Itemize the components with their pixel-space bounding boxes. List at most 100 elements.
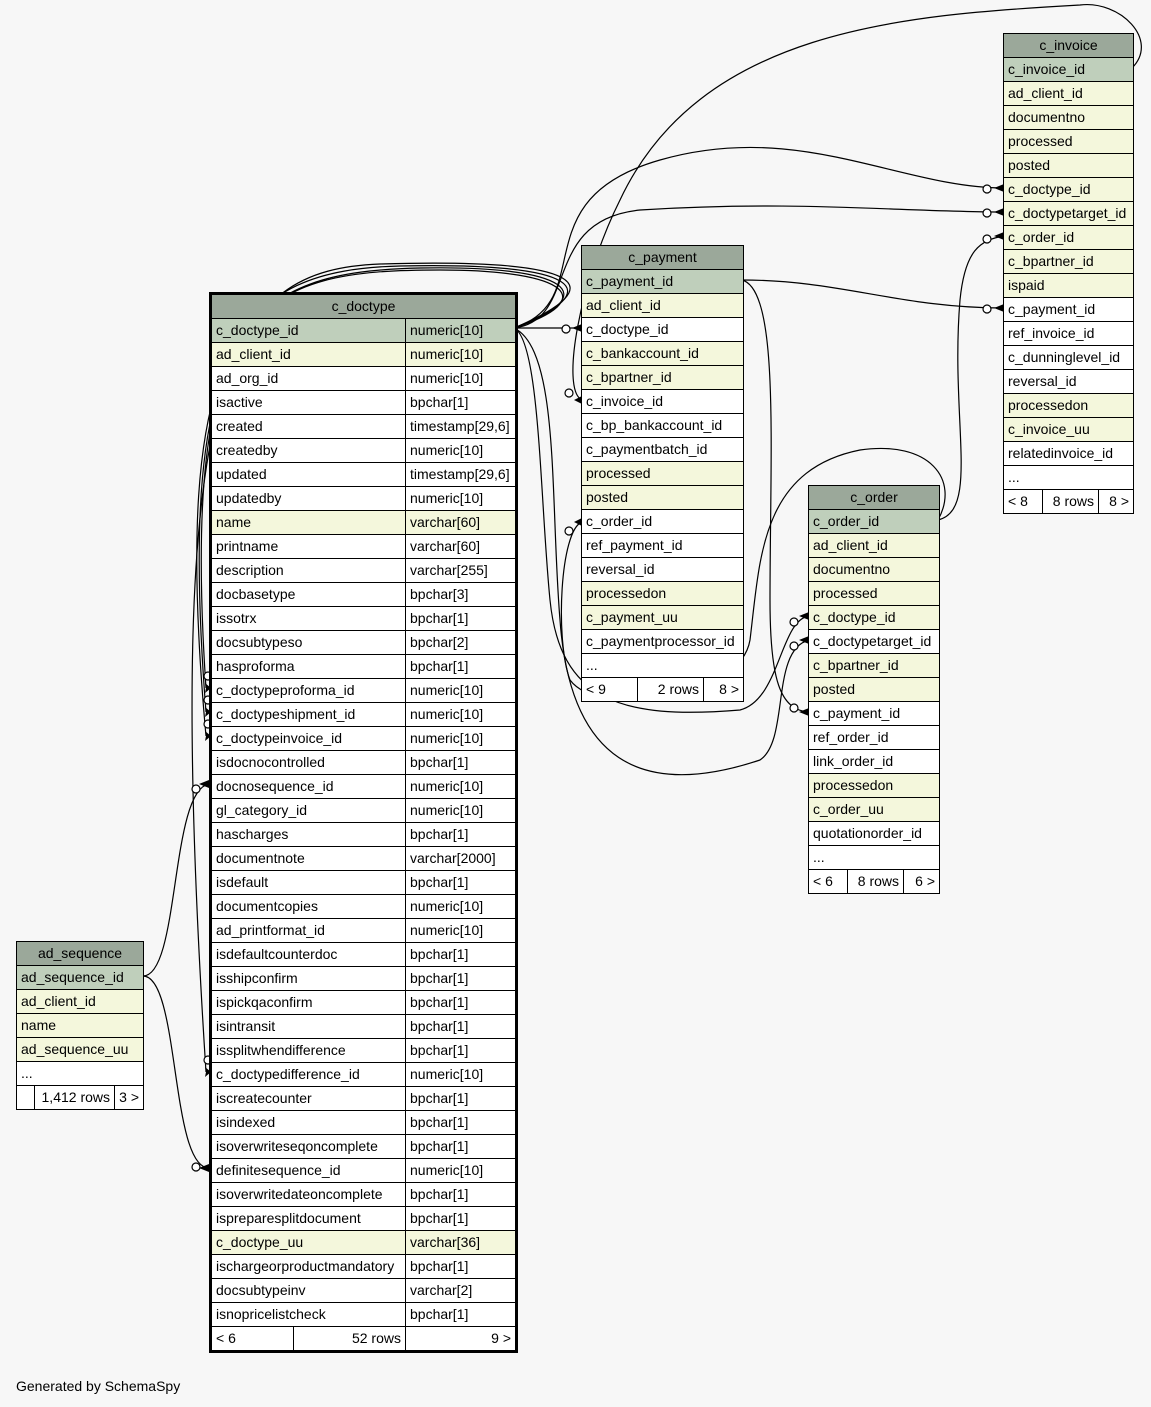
column-row[interactable]: relatedinvoice_id: [1004, 442, 1133, 466]
column-row[interactable]: c_order_id: [1004, 226, 1133, 250]
column-row[interactable]: processed: [582, 462, 743, 486]
table-title[interactable]: c_payment: [582, 246, 743, 270]
column-row[interactable]: c_order_id: [582, 510, 743, 534]
table-title[interactable]: c_order: [809, 486, 939, 510]
column-row[interactable]: c_paymentbatch_id: [582, 438, 743, 462]
column-row[interactable]: c_invoice_id: [582, 390, 743, 414]
column-row[interactable]: processedon: [582, 582, 743, 606]
column-row[interactable]: c_payment_uu: [582, 606, 743, 630]
column-row[interactable]: c_bpartner_id: [582, 366, 743, 390]
column-row[interactable]: c_order_uu: [809, 798, 939, 822]
column-row[interactable]: posted: [809, 678, 939, 702]
column-row[interactable]: name: [17, 1014, 143, 1038]
parents-count[interactable]: < 9: [586, 681, 606, 697]
parents-count[interactable]: < 6: [216, 1330, 236, 1346]
children-count[interactable]: 9 >: [405, 1327, 515, 1350]
children-count[interactable]: 8 >: [1098, 490, 1133, 513]
parents-count[interactable]: [17, 1086, 34, 1109]
column-row[interactable]: c_invoice_id: [1004, 58, 1133, 82]
column-row[interactable]: ad_client_id: [1004, 82, 1133, 106]
column-row[interactable]: c_bp_bankaccount_id: [582, 414, 743, 438]
column-row[interactable]: reversal_id: [1004, 370, 1133, 394]
column-row[interactable]: ref_payment_id: [582, 534, 743, 558]
column-row[interactable]: c_payment_id: [582, 270, 743, 294]
column-row[interactable]: documentno: [1004, 106, 1133, 130]
column-row[interactable]: posted: [582, 486, 743, 510]
column-row[interactable]: documentno: [809, 558, 939, 582]
column-row[interactable]: ad_sequence_uu: [17, 1038, 143, 1062]
column-row[interactable]: ...: [1004, 466, 1133, 490]
column-row[interactable]: ad_client_id: [809, 534, 939, 558]
column-row[interactable]: c_doctypetarget_id: [809, 630, 939, 654]
column-row[interactable]: ...: [582, 654, 743, 678]
column-row[interactable]: c_dunninglevel_id: [1004, 346, 1133, 370]
column-row[interactable]: c_bpartner_id: [809, 654, 939, 678]
table-title[interactable]: ad_sequence: [17, 942, 143, 966]
column-row[interactable]: c_doctypetarget_id: [1004, 202, 1133, 226]
children-count[interactable]: 6 >: [903, 870, 939, 893]
column-row[interactable]: ...: [17, 1062, 143, 1086]
column-row[interactable]: posted: [1004, 154, 1133, 178]
column-row[interactable]: link_order_id: [809, 750, 939, 774]
column-row[interactable]: c_paymentprocessor_id: [582, 630, 743, 654]
column-row[interactable]: ispaid: [1004, 274, 1133, 298]
column-row[interactable]: reversal_id: [582, 558, 743, 582]
children-count[interactable]: 8 >: [703, 678, 743, 701]
table-title[interactable]: c_doctype: [212, 295, 515, 319]
column-row[interactable]: ad_client_id: [17, 990, 143, 1014]
column-row[interactable]: ref_invoice_id: [1004, 322, 1133, 346]
table-title[interactable]: c_invoice: [1004, 34, 1133, 58]
column-row[interactable]: processed: [809, 582, 939, 606]
children-count[interactable]: 3 >: [114, 1086, 143, 1109]
column-row[interactable]: ...: [809, 846, 939, 870]
column-row[interactable]: c_invoice_uu: [1004, 418, 1133, 442]
column-row[interactable]: c_doctype_id: [582, 318, 743, 342]
column-row[interactable]: processedon: [809, 774, 939, 798]
column-row[interactable]: ad_client_id: [582, 294, 743, 318]
column-row[interactable]: c_bpartner_id: [1004, 250, 1133, 274]
